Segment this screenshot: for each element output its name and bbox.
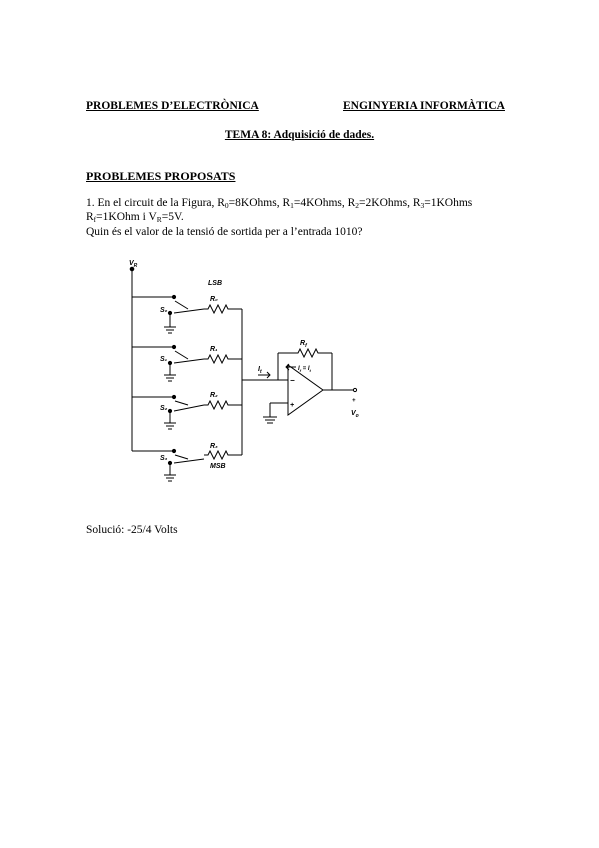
- problem-intro: 1. En el circuit de la Figura, R: [86, 197, 225, 209]
- header-course: PROBLEMES D’ELECTRÒNICA: [86, 100, 259, 112]
- plus-input-label: +: [290, 402, 294, 409]
- msb-label: MSB: [210, 463, 226, 470]
- s2-label: S₂: [160, 405, 168, 412]
- r0-sub: 0: [224, 201, 229, 210]
- s0-label: S₀: [160, 307, 168, 314]
- rf-label: R: [86, 211, 94, 223]
- header-degree: ENGINYERIA INFORMÀTICA: [343, 100, 505, 112]
- problem-line-1: 1. En el circuit de la Figura, R0=8KOhms…: [86, 197, 472, 210]
- r0-value: =8KOhms, R: [228, 197, 291, 209]
- section-title: PROBLEMES PROPOSATS: [86, 169, 236, 183]
- problem-question: Quin és el valor de la tensió de sortida…: [86, 226, 363, 238]
- vr-value: =5V.: [161, 211, 184, 223]
- minus-input-label: −: [290, 376, 295, 385]
- rf-value: =1KOhm i V: [96, 211, 157, 223]
- r3-label: R₃: [210, 443, 218, 450]
- r2-sub: 2: [355, 201, 360, 210]
- vo-label: Vo: [351, 410, 359, 419]
- if-eq-label: If = It: [298, 366, 312, 373]
- rf-sub: f: [93, 215, 97, 224]
- r3-sub: 3: [420, 201, 425, 210]
- output-plus-label: +: [352, 398, 356, 404]
- rf-figure-label: Rf: [300, 340, 308, 349]
- vr-label: VR: [129, 260, 138, 269]
- r1-label: R₁: [210, 346, 218, 353]
- dac-circuit-figure: VR LSB R₀ R₁ R₂ R₃ MSB S₀ S₁ S₂ S₃ Rf It…: [129, 260, 359, 482]
- r1-value: =4KOhms, R: [293, 197, 356, 209]
- r2-value: =2KOhms, R: [359, 197, 421, 209]
- lsb-label: LSB: [208, 280, 222, 287]
- problem-line-2: Rf=1KOhm i VR=5V.: [86, 211, 184, 224]
- vr-sub: R: [156, 215, 162, 224]
- solution-text: Solució: -25/4 Volts: [86, 524, 178, 536]
- r3-value: =1KOhms: [424, 197, 473, 209]
- s3-label: S₃: [160, 455, 168, 462]
- r0-label: R₀: [210, 296, 218, 303]
- topic-title-text: TEMA 8: Adquisició de dades.: [224, 129, 375, 141]
- r1-sub: 1: [290, 201, 294, 210]
- it-label: It: [258, 366, 262, 375]
- topic-title: TEMA 8: Adquisició de dades.: [0, 129, 599, 141]
- r2-label: R₂: [210, 392, 218, 399]
- s1-label: S₁: [160, 356, 168, 363]
